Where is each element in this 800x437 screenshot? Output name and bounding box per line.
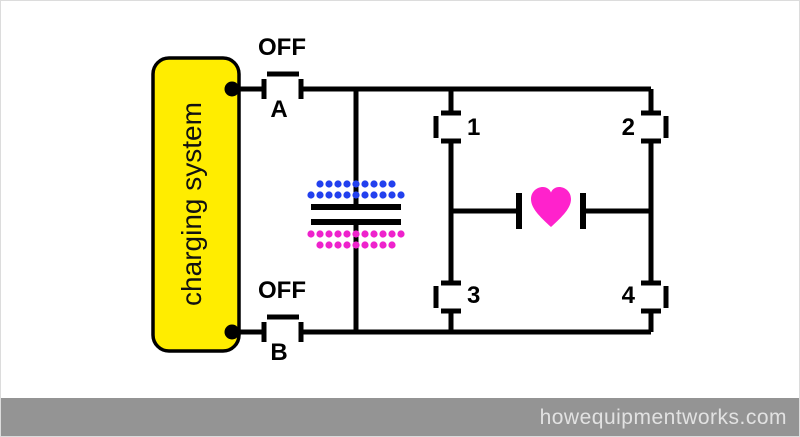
charge-dot (325, 191, 333, 199)
switch-2: 2 (622, 110, 669, 144)
charge-dot (352, 241, 360, 249)
charge-dot (334, 241, 342, 249)
charge-dot (388, 230, 396, 238)
charge-dot (316, 191, 324, 199)
switch-b-label: B (270, 339, 287, 366)
footer-bar (1, 398, 799, 436)
charge-dot (343, 241, 351, 249)
charge-dot (388, 191, 396, 199)
charge-dot (397, 230, 405, 238)
charge-dot (352, 230, 360, 238)
switch-2-label: 2 (622, 114, 635, 141)
charge-dot (316, 230, 324, 238)
charge-dot (343, 230, 351, 238)
switch-1-label: 1 (467, 114, 480, 141)
charge-dot (343, 180, 351, 188)
charging-system-box (151, 56, 241, 353)
charge-dot (334, 180, 342, 188)
charge-dot (361, 241, 369, 249)
charge-dot (370, 180, 378, 188)
switch-2-contacts (641, 110, 661, 144)
charge-dot (379, 191, 387, 199)
heart-icon (531, 187, 571, 227)
charge-dot (379, 230, 387, 238)
charge-dot (361, 230, 369, 238)
charge-dot (307, 191, 315, 199)
switch-a-label: A (270, 96, 287, 123)
charge-dot (361, 180, 369, 188)
switch-b-contacts (261, 322, 304, 342)
charge-dot (316, 241, 324, 249)
charge-dot (343, 191, 351, 199)
charge-dot (325, 230, 333, 238)
charge-dot (325, 180, 333, 188)
charge-dot (379, 241, 387, 249)
charge-dots (307, 180, 405, 249)
switch-a-contacts (261, 79, 304, 99)
charge-dot (397, 191, 405, 199)
charge-dot (388, 241, 396, 249)
charge-dot (352, 191, 360, 199)
switch-4: 4 (622, 280, 669, 314)
switch-a-state-label: OFF (258, 34, 306, 61)
switch-3: 3 (433, 280, 480, 314)
switch-a: OFF A (258, 34, 306, 123)
switch-b-state-label: OFF (258, 277, 306, 304)
charge-dot (379, 180, 387, 188)
switch-4-contacts (641, 280, 661, 314)
switch-1: 1 (433, 110, 480, 144)
charge-dot (370, 230, 378, 238)
charge-dot (361, 191, 369, 199)
charge-dot (334, 230, 342, 238)
charging-system-label: charging system (176, 102, 207, 306)
charge-dot (316, 180, 324, 188)
switch-3-label: 3 (467, 282, 480, 309)
charge-dot (370, 241, 378, 249)
charge-dot (334, 191, 342, 199)
switch-3-contacts (441, 280, 461, 314)
charge-dot (325, 241, 333, 249)
switch-b: OFF B (258, 277, 306, 366)
switch-1-contacts (441, 110, 461, 144)
charge-dot (307, 230, 315, 238)
watermark-text: howequipmentworks.com (540, 406, 787, 429)
charge-dot (388, 180, 396, 188)
switch-4-label: 4 (622, 282, 636, 309)
charge-dot (370, 191, 378, 199)
charge-dot (352, 180, 360, 188)
